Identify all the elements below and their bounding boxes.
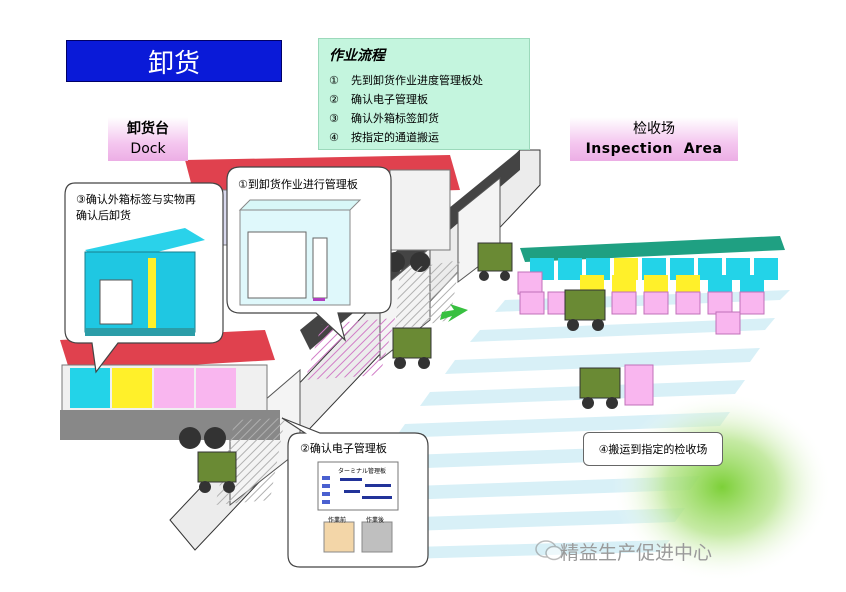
e-board-btn-left: 作業前 bbox=[328, 517, 347, 524]
callout-step3-line1: ③确认外箱标签与实物再 bbox=[76, 193, 196, 206]
callout-step4: ④搬运到指定的检收场 bbox=[583, 432, 723, 466]
forklift-icon-lane bbox=[579, 364, 654, 409]
callout-step2: ②确认电子管理板 bbox=[300, 442, 387, 455]
forklift-icon-lower-dock bbox=[197, 451, 237, 493]
callout-step1: ①到卸货作业进行管理板 bbox=[238, 178, 358, 191]
callout-step3-line2: 确认后卸货 bbox=[76, 209, 131, 222]
forklift-icon-mid-dock bbox=[392, 327, 432, 369]
e-board-icon bbox=[317, 461, 399, 553]
watermark-text: 精益生产促进中心 bbox=[560, 542, 713, 564]
inspection-zone-glow bbox=[612, 392, 832, 582]
forklift-icon-upper-dock bbox=[477, 242, 513, 281]
inspection-label-cn: 检收场 bbox=[633, 121, 675, 137]
callout-step3: ③确认外箱标签与实物再 确认后卸货 bbox=[76, 192, 196, 224]
workflow-heading: 作业流程 bbox=[329, 48, 385, 64]
wechat-icon bbox=[535, 540, 563, 561]
e-board-title: ターミナル管理板 bbox=[338, 468, 387, 475]
cargo-boxes bbox=[70, 368, 236, 408]
truck-icon-lower bbox=[60, 330, 280, 449]
inspection-label-en: Inspection Area bbox=[585, 141, 723, 157]
progress-board-icon bbox=[238, 199, 362, 306]
dock-label: 卸货台 Dock bbox=[108, 117, 188, 161]
dock-label-en: Dock bbox=[130, 141, 166, 157]
forklift-icon-inspection bbox=[564, 289, 606, 331]
staging-area-pink bbox=[305, 318, 395, 380]
pallet-icon-group bbox=[517, 236, 785, 335]
inspection-label: 检收场 Inspection Area bbox=[570, 117, 738, 161]
dock-label-cn: 卸货台 bbox=[127, 121, 169, 137]
page-title: 卸货 bbox=[66, 40, 282, 82]
direction-arrow-icon bbox=[440, 304, 468, 322]
pallet-icon-closeup bbox=[84, 228, 205, 336]
e-board-btn-right: 作業後 bbox=[366, 517, 385, 524]
